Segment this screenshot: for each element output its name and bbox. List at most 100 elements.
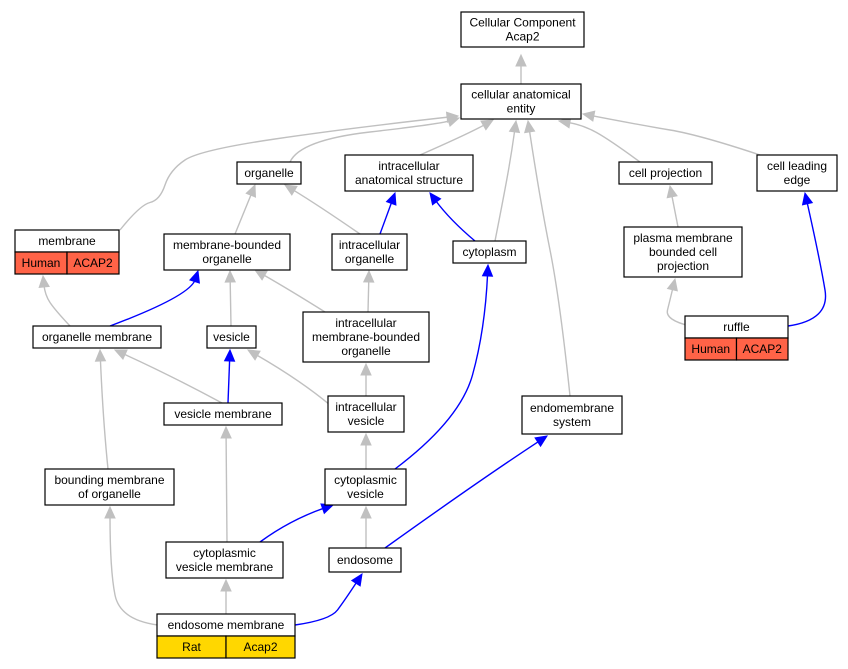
arrowhead-icon <box>801 191 814 206</box>
node-vesicle[interactable]: vesicle <box>206 325 257 349</box>
annotation-label: Human <box>22 256 61 270</box>
edge-endomem-to-cvm <box>220 578 232 614</box>
annotation-cell <box>66 251 120 275</box>
edge-line <box>379 201 393 235</box>
node-label-line: cytoplasm <box>462 245 516 259</box>
edge-line <box>225 435 228 543</box>
node-label-line: intracellular <box>335 400 396 414</box>
node-label-line: vesicle membrane <box>174 407 272 421</box>
arrowhead-icon <box>360 432 372 446</box>
edge-line <box>384 440 540 549</box>
node-label-line: projection <box>657 259 709 273</box>
node-label-line: intracellular <box>378 159 439 173</box>
node-label-line: organelle <box>202 252 252 266</box>
annotation-cell <box>225 635 296 659</box>
edge-ruffle-to-leadedge <box>787 191 827 327</box>
arrowhead-icon <box>220 425 232 439</box>
arrowhead-icon <box>362 269 375 283</box>
arrowhead-icon <box>223 348 236 362</box>
node-label-line: vesicle <box>348 414 385 428</box>
node-label-line: endosome membrane <box>168 618 285 632</box>
node-box <box>331 233 408 271</box>
arrowhead-icon <box>581 110 596 122</box>
arrowhead-icon <box>283 184 298 196</box>
edge-mbo-to-organelle <box>234 183 257 235</box>
node-orgmem[interactable]: organelle membrane <box>32 325 162 349</box>
node-cellproj[interactable]: cell projection <box>618 161 713 185</box>
edge-line <box>99 358 109 470</box>
edge-line <box>567 121 641 163</box>
node-box <box>32 325 162 349</box>
node-box <box>163 402 283 426</box>
node-label-line: edge <box>784 173 811 187</box>
node-box <box>623 226 743 278</box>
node-label-line: Acap2 <box>505 30 539 44</box>
edge-line <box>671 194 679 228</box>
node-box <box>756 154 838 192</box>
edge-line <box>234 193 253 235</box>
node-label-line: anatomical structure <box>355 173 463 187</box>
node-label-line: bounding membrane <box>54 473 164 487</box>
node-label-line: organelle <box>345 252 395 266</box>
node-label-line: plasma membrane <box>633 231 733 245</box>
edge-io-to-organelle <box>283 184 361 235</box>
edge-vesmem-to-vesicle <box>223 348 236 404</box>
arrowhead-icon <box>666 277 678 292</box>
arrowhead-icon <box>104 505 116 519</box>
node-box <box>521 395 623 435</box>
node-organelle[interactable]: organelle <box>236 161 302 185</box>
node-box <box>452 240 527 264</box>
arrowhead-icon <box>246 349 261 361</box>
arrowhead-icon <box>508 119 521 134</box>
node-label-line: cellular anatomical <box>471 88 570 102</box>
node-box <box>206 325 257 349</box>
node-box <box>302 311 430 363</box>
annotation-label: Rat <box>182 640 201 654</box>
node-label-line: cytoplasmic <box>193 546 256 560</box>
node-vesmem[interactable]: vesicle membrane <box>163 402 283 426</box>
edge-imbo-to-mbo <box>253 269 326 313</box>
arrowhead-icon <box>481 263 494 277</box>
edge-line <box>262 273 326 313</box>
node-box <box>163 233 291 271</box>
edge-iv-to-imbo <box>360 362 372 396</box>
node-label-line: of organelle <box>78 487 141 501</box>
edge-line <box>294 581 358 626</box>
arrowhead-icon <box>220 578 232 592</box>
arrowhead-icon <box>94 348 107 362</box>
edge-iv-to-vesicle <box>246 349 331 406</box>
edge-cytves-to-cytoplasm <box>394 263 494 470</box>
edge-line <box>43 284 71 327</box>
annotation-label: ACAP2 <box>73 256 113 270</box>
node-label-line: endomembrane <box>530 401 614 415</box>
node-box <box>328 547 402 573</box>
arrowhead-icon <box>524 119 536 134</box>
edge-line <box>289 120 451 163</box>
node-label-line: organelle <box>244 166 294 180</box>
node-cytoplasm[interactable]: cytoplasm <box>452 240 527 264</box>
edge-endosome-to-cytves <box>360 505 372 548</box>
node-box <box>324 468 407 506</box>
node-endosome[interactable]: endosome <box>328 547 402 573</box>
node-label-line: vesicle <box>213 330 250 344</box>
edge-cytves-to-iv <box>360 432 372 469</box>
edge-vesmem-to-orgmem <box>113 349 223 404</box>
arrowhead-icon <box>360 362 372 376</box>
